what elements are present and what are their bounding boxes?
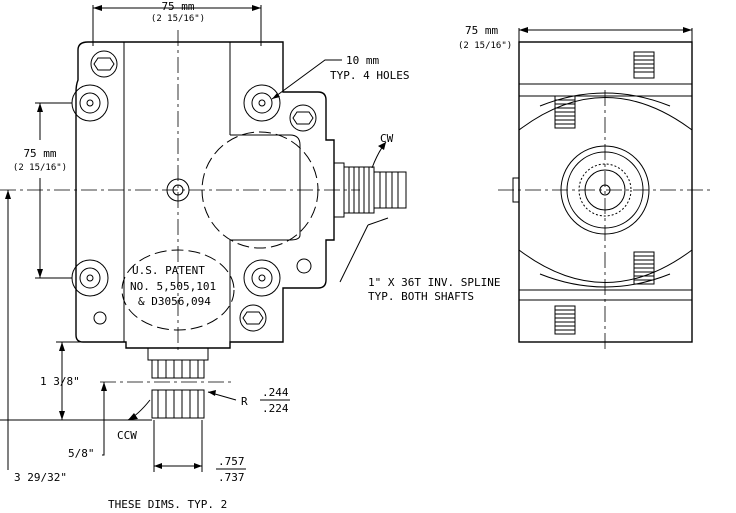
patent-line1: U.S. PATENT	[132, 264, 205, 277]
small-hole-right	[296, 258, 312, 274]
hatched-tab-tr	[633, 51, 655, 79]
dim-5-8: 5/8"	[68, 447, 95, 460]
holes-dim: 10 mm	[346, 54, 379, 67]
hatched-tab-br	[633, 251, 655, 285]
center-boss	[166, 178, 190, 202]
footer-note: THESE DIMS. TYP. 2	[108, 498, 227, 511]
radius-top: .244	[262, 386, 289, 399]
bottom-spline-shaft	[147, 347, 209, 419]
side-body	[518, 41, 693, 343]
right-dim-mm: 75 mm	[465, 24, 498, 37]
top-width-dimension	[92, 5, 262, 46]
width-top: .757	[218, 455, 245, 468]
hex-screw-top-right	[289, 104, 317, 132]
top-dim-mm: 75 mm	[161, 0, 194, 13]
spline-callout: 1" X 36T INV. SPLINE	[368, 276, 500, 289]
mounting-hole-br	[243, 259, 281, 297]
rotation-cw: CW	[380, 132, 394, 145]
left-dim-mm: 75 mm	[23, 147, 56, 160]
hatched-tab-bl	[554, 305, 576, 335]
dim-3-29-32: 3 29/32"	[14, 471, 67, 484]
mounting-hole-bl	[71, 259, 109, 297]
hatched-tab-tl	[554, 95, 576, 129]
width-bottom: .737	[218, 471, 245, 484]
mounting-hole-tl	[71, 84, 109, 122]
housing-outline	[75, 41, 335, 349]
patent-line2: NO. 5,505,101	[130, 280, 216, 293]
left-height-dimension	[35, 102, 72, 279]
mounting-hole-tr	[243, 84, 281, 122]
holes-typ: TYP. 4 HOLES	[330, 69, 409, 82]
front-view: 75 mm (2 15/16")	[0, 0, 500, 511]
top-dim-in: (2 15/16")	[151, 14, 205, 24]
right-dim-in: (2 15/16")	[458, 41, 512, 51]
dim-1-3-8: 1 3/8"	[40, 375, 80, 388]
right-width-dimension	[518, 27, 693, 60]
rotation-ccw: CCW	[117, 429, 137, 442]
side-view: 75 mm (2 15/16")	[458, 24, 712, 350]
radius-label: R	[241, 395, 248, 408]
left-dim-in: (2 15/16")	[13, 163, 67, 173]
small-hole-left	[93, 311, 107, 325]
right-spline-shaft	[333, 162, 407, 218]
spline-typ: TYP. BOTH SHAFTS	[368, 290, 474, 303]
hex-screw-bottom	[239, 304, 267, 332]
patent-line3: & D3056,094	[138, 295, 211, 308]
radius-bottom: .224	[262, 402, 289, 415]
hex-screw-top-left	[90, 50, 118, 78]
